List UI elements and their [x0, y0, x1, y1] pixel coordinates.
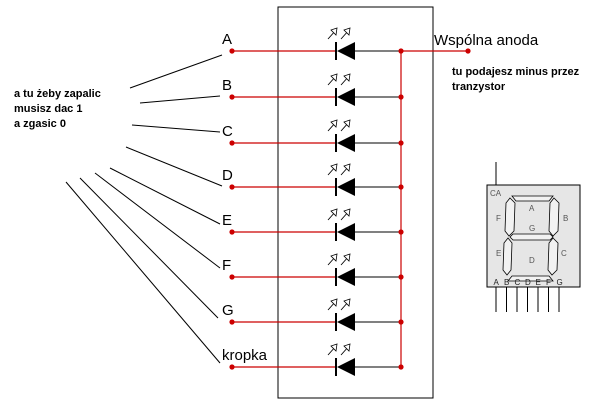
label-b: B [222, 77, 232, 94]
segment-g-shape [509, 233, 554, 241]
segment-d-shape [507, 275, 554, 282]
label-e: E [222, 212, 232, 229]
display-label-b: B [563, 214, 568, 223]
display-pin-label-g: G [557, 278, 563, 287]
pointer-line-d [125, 146, 223, 187]
light-arrowhead-c-0 [330, 119, 338, 128]
label-a: A [222, 31, 232, 48]
left-note-line-3: a zgasic 0 [14, 118, 66, 130]
row-e: E [222, 208, 404, 241]
row-d: D [222, 163, 404, 196]
display-pin-label-b: B [504, 278, 509, 287]
light-arrowhead-kropka-0 [330, 343, 338, 352]
left-note-line-1: a tu żeby zapalic [14, 88, 101, 100]
segment-b-shape [548, 197, 560, 237]
light-arrowhead-f-1 [343, 253, 351, 262]
pointer-line-kropka [65, 181, 221, 364]
pointer-line-f [94, 172, 221, 269]
segment-c-shape [547, 237, 559, 276]
row-b: B [222, 73, 404, 106]
display-label-d: D [529, 256, 535, 265]
common-note-line-1: tu podajesz minus przez [452, 66, 580, 78]
light-arrowhead-g-0 [330, 298, 338, 307]
display-body [486, 184, 581, 288]
display-pin-label-c: C [515, 278, 521, 287]
pointer-line-g [79, 177, 219, 319]
row-a: A [222, 27, 404, 60]
display-label-f: F [496, 214, 501, 223]
display-pin-label-a: A [494, 278, 500, 287]
pointer-line-a [129, 54, 223, 89]
light-arrowhead-b-0 [330, 73, 338, 82]
label-g: G [222, 302, 234, 319]
segment-f-shape [504, 197, 516, 237]
diode-g [337, 313, 355, 331]
pointer-lines [65, 54, 223, 364]
bus-node-kropka [398, 364, 404, 370]
diode-f [337, 268, 355, 286]
label-f: F [222, 257, 231, 274]
display-label-g: G [529, 224, 535, 233]
display-label-e: E [496, 249, 501, 258]
display-label-c: C [561, 249, 567, 258]
left-note-line-2: musisz dac 1 [14, 103, 82, 115]
pointer-line-b [139, 95, 221, 104]
light-arrowhead-f-0 [330, 253, 338, 262]
display-corner-label: CA [490, 189, 502, 198]
light-arrowhead-a-0 [330, 27, 338, 36]
common-anode-node [465, 48, 471, 54]
circuit-box [277, 6, 434, 399]
common-note-line-2: tranzystor [452, 81, 506, 93]
display-pin-label-f: F [546, 278, 551, 287]
segment-a-shape [511, 195, 554, 202]
display-label-a: A [529, 204, 535, 213]
light-arrowhead-c-1 [343, 119, 351, 128]
pointer-line-e [109, 167, 221, 225]
row-g: G [222, 298, 404, 331]
pointer-line-c [131, 124, 221, 133]
row-c: C [222, 119, 404, 152]
label-c: C [222, 123, 233, 140]
diode-c [337, 134, 355, 152]
light-arrowhead-kropka-1 [343, 343, 351, 352]
light-arrowhead-d-1 [343, 163, 351, 172]
light-arrowhead-a-1 [343, 27, 351, 36]
diode-kropka [337, 358, 355, 376]
display-pin-label-d: D [525, 278, 531, 287]
light-arrowhead-b-1 [343, 73, 351, 82]
row-f: F [222, 253, 404, 286]
label-d: D [222, 167, 233, 184]
light-arrowhead-e-0 [330, 208, 338, 217]
label-kropka: kropka [222, 347, 268, 364]
light-arrowhead-d-0 [330, 163, 338, 172]
diode-d [337, 178, 355, 196]
diode-a [337, 42, 355, 60]
row-kropka: kropka [222, 343, 404, 376]
diode-b [337, 88, 355, 106]
display-pin-label-e: E [536, 278, 541, 287]
diode-e [337, 223, 355, 241]
common-anode-label: Wspólna anoda [434, 32, 539, 49]
segment-e-shape [502, 237, 513, 276]
light-arrowhead-g-1 [343, 298, 351, 307]
light-arrowhead-e-1 [343, 208, 351, 217]
